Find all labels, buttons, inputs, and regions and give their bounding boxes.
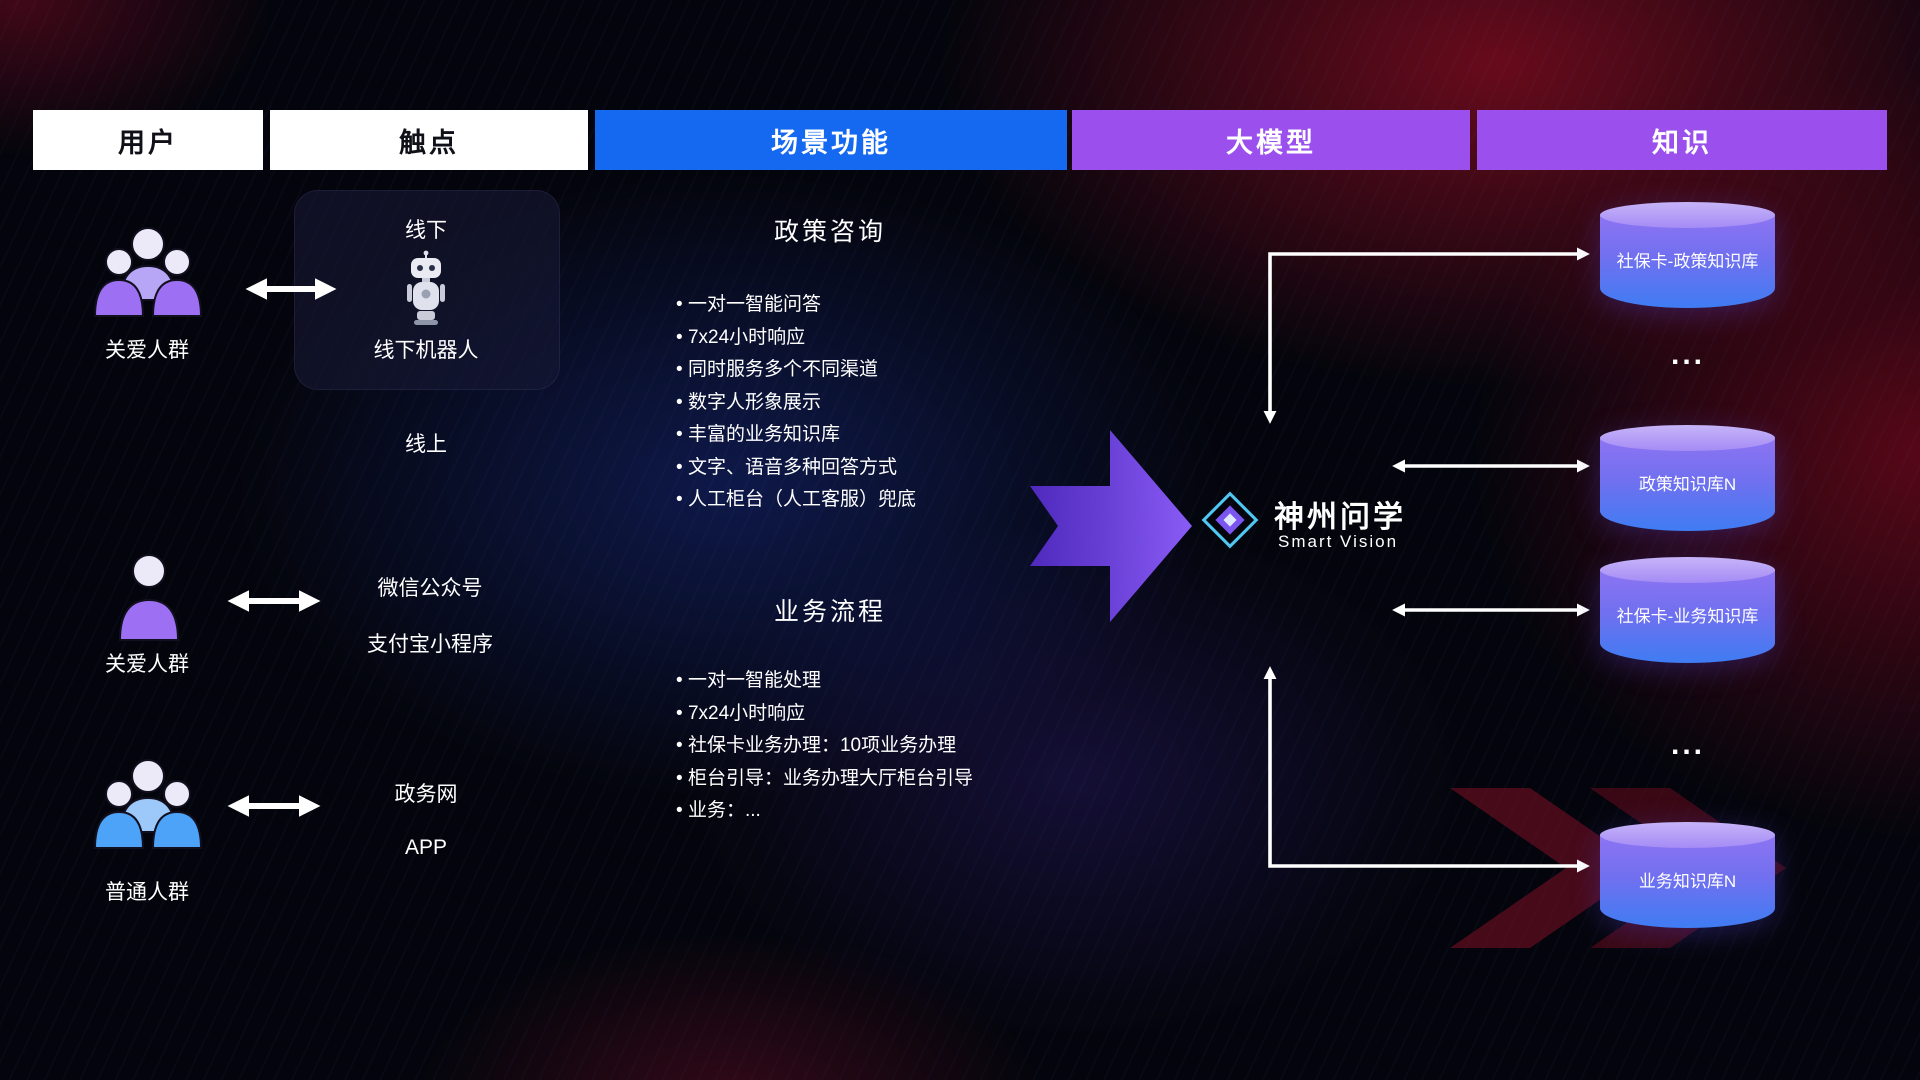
kb-ellipsis-2: ... [1670,728,1706,761]
business-item: 一对一智能处理 [676,665,973,698]
user-label-care-1: 关爱人群 [105,339,189,362]
policy-item: 人工柜台（人工客服）兜底 [676,484,916,517]
db-top-ellipse [1600,425,1775,451]
db-top-ellipse [1600,202,1775,228]
header-functions: 场景功能 [595,110,1067,170]
kb-cylinder-shebao-policy: 社保卡-政策知识库 [1600,202,1775,308]
db-body [1600,215,1775,308]
kb-cylinder-shebao-business: 社保卡-业务知识库 [1600,557,1775,663]
kb-cylinder-business-n: 业务知识库N [1600,822,1775,928]
policy-feature-list: 一对一智能问答 7x24小时响应 同时服务多个不同渠道 数字人形象展示 丰富的业… [676,289,916,517]
robot-icon [407,250,445,325]
policy-item: 数字人形象展示 [676,387,916,420]
business-section-title: 业务流程 [773,598,887,626]
kb-label: 业务知识库N [1638,871,1737,891]
channel-wechat: 微信公众号 [377,577,483,600]
db-top-ellipse [1600,557,1775,583]
header-model: 大模型 [1072,110,1470,170]
channel-gov-web: 政务网 [394,783,458,806]
policy-item: 丰富的业务知识库 [676,419,916,452]
policy-item: 7x24小时响应 [676,322,916,355]
kb-label: 社保卡-业务知识库 [1616,606,1759,626]
business-item: 柜台引导：业务办理大厅柜台引导 [676,763,973,796]
connector-model-to-kb6 [1263,666,1590,873]
people-group-blue-icon [93,759,203,849]
db-body [1600,438,1775,531]
flow-arrow-icon [1030,430,1192,622]
policy-item: 同时服务多个不同渠道 [676,354,916,387]
business-item: 业务：... [676,795,973,828]
model-name: 神州问学 [1274,501,1406,534]
business-item: 7x24小时响应 [676,698,973,731]
policy-item: 一对一智能问答 [676,289,916,322]
diamond-logo-icon [1201,491,1259,549]
offline-robot-label: 线下机器人 [373,339,479,362]
header-users: 用户 [33,110,263,170]
user-label-general: 普通人群 [105,881,189,904]
kb-label: 政策知识库N [1638,474,1737,494]
connector-model-to-kb1 [1263,247,1590,424]
policy-section-title: 政策咨询 [773,218,887,246]
header-touchpoints: 触点 [270,110,588,170]
people-group-purple-icon [93,227,203,317]
kb-ellipsis-1: ... [1670,338,1706,371]
person-purple-icon [118,554,180,641]
db-body [1600,835,1775,928]
user-label-care-2: 关爱人群 [105,653,189,676]
model-subtitle: Smart Vision [1278,532,1399,551]
channel-alipay: 支付宝小程序 [367,633,493,656]
online-title: 线上 [405,433,447,456]
business-feature-list: 一对一智能处理 7x24小时响应 社保卡业务办理：10项业务办理 柜台引导：业务… [676,665,973,828]
header-knowledge: 知识 [1477,110,1887,170]
channel-app: APP [404,836,448,859]
db-body [1600,570,1775,663]
kb-label: 社保卡-政策知识库 [1616,251,1759,271]
offline-title: 线下 [405,219,447,242]
policy-item: 文字、语音多种回答方式 [676,452,916,485]
kb-cylinder-policy-n: 政策知识库N [1600,425,1775,531]
business-item: 社保卡业务办理：10项业务办理 [676,730,973,763]
db-top-ellipse [1600,822,1775,848]
